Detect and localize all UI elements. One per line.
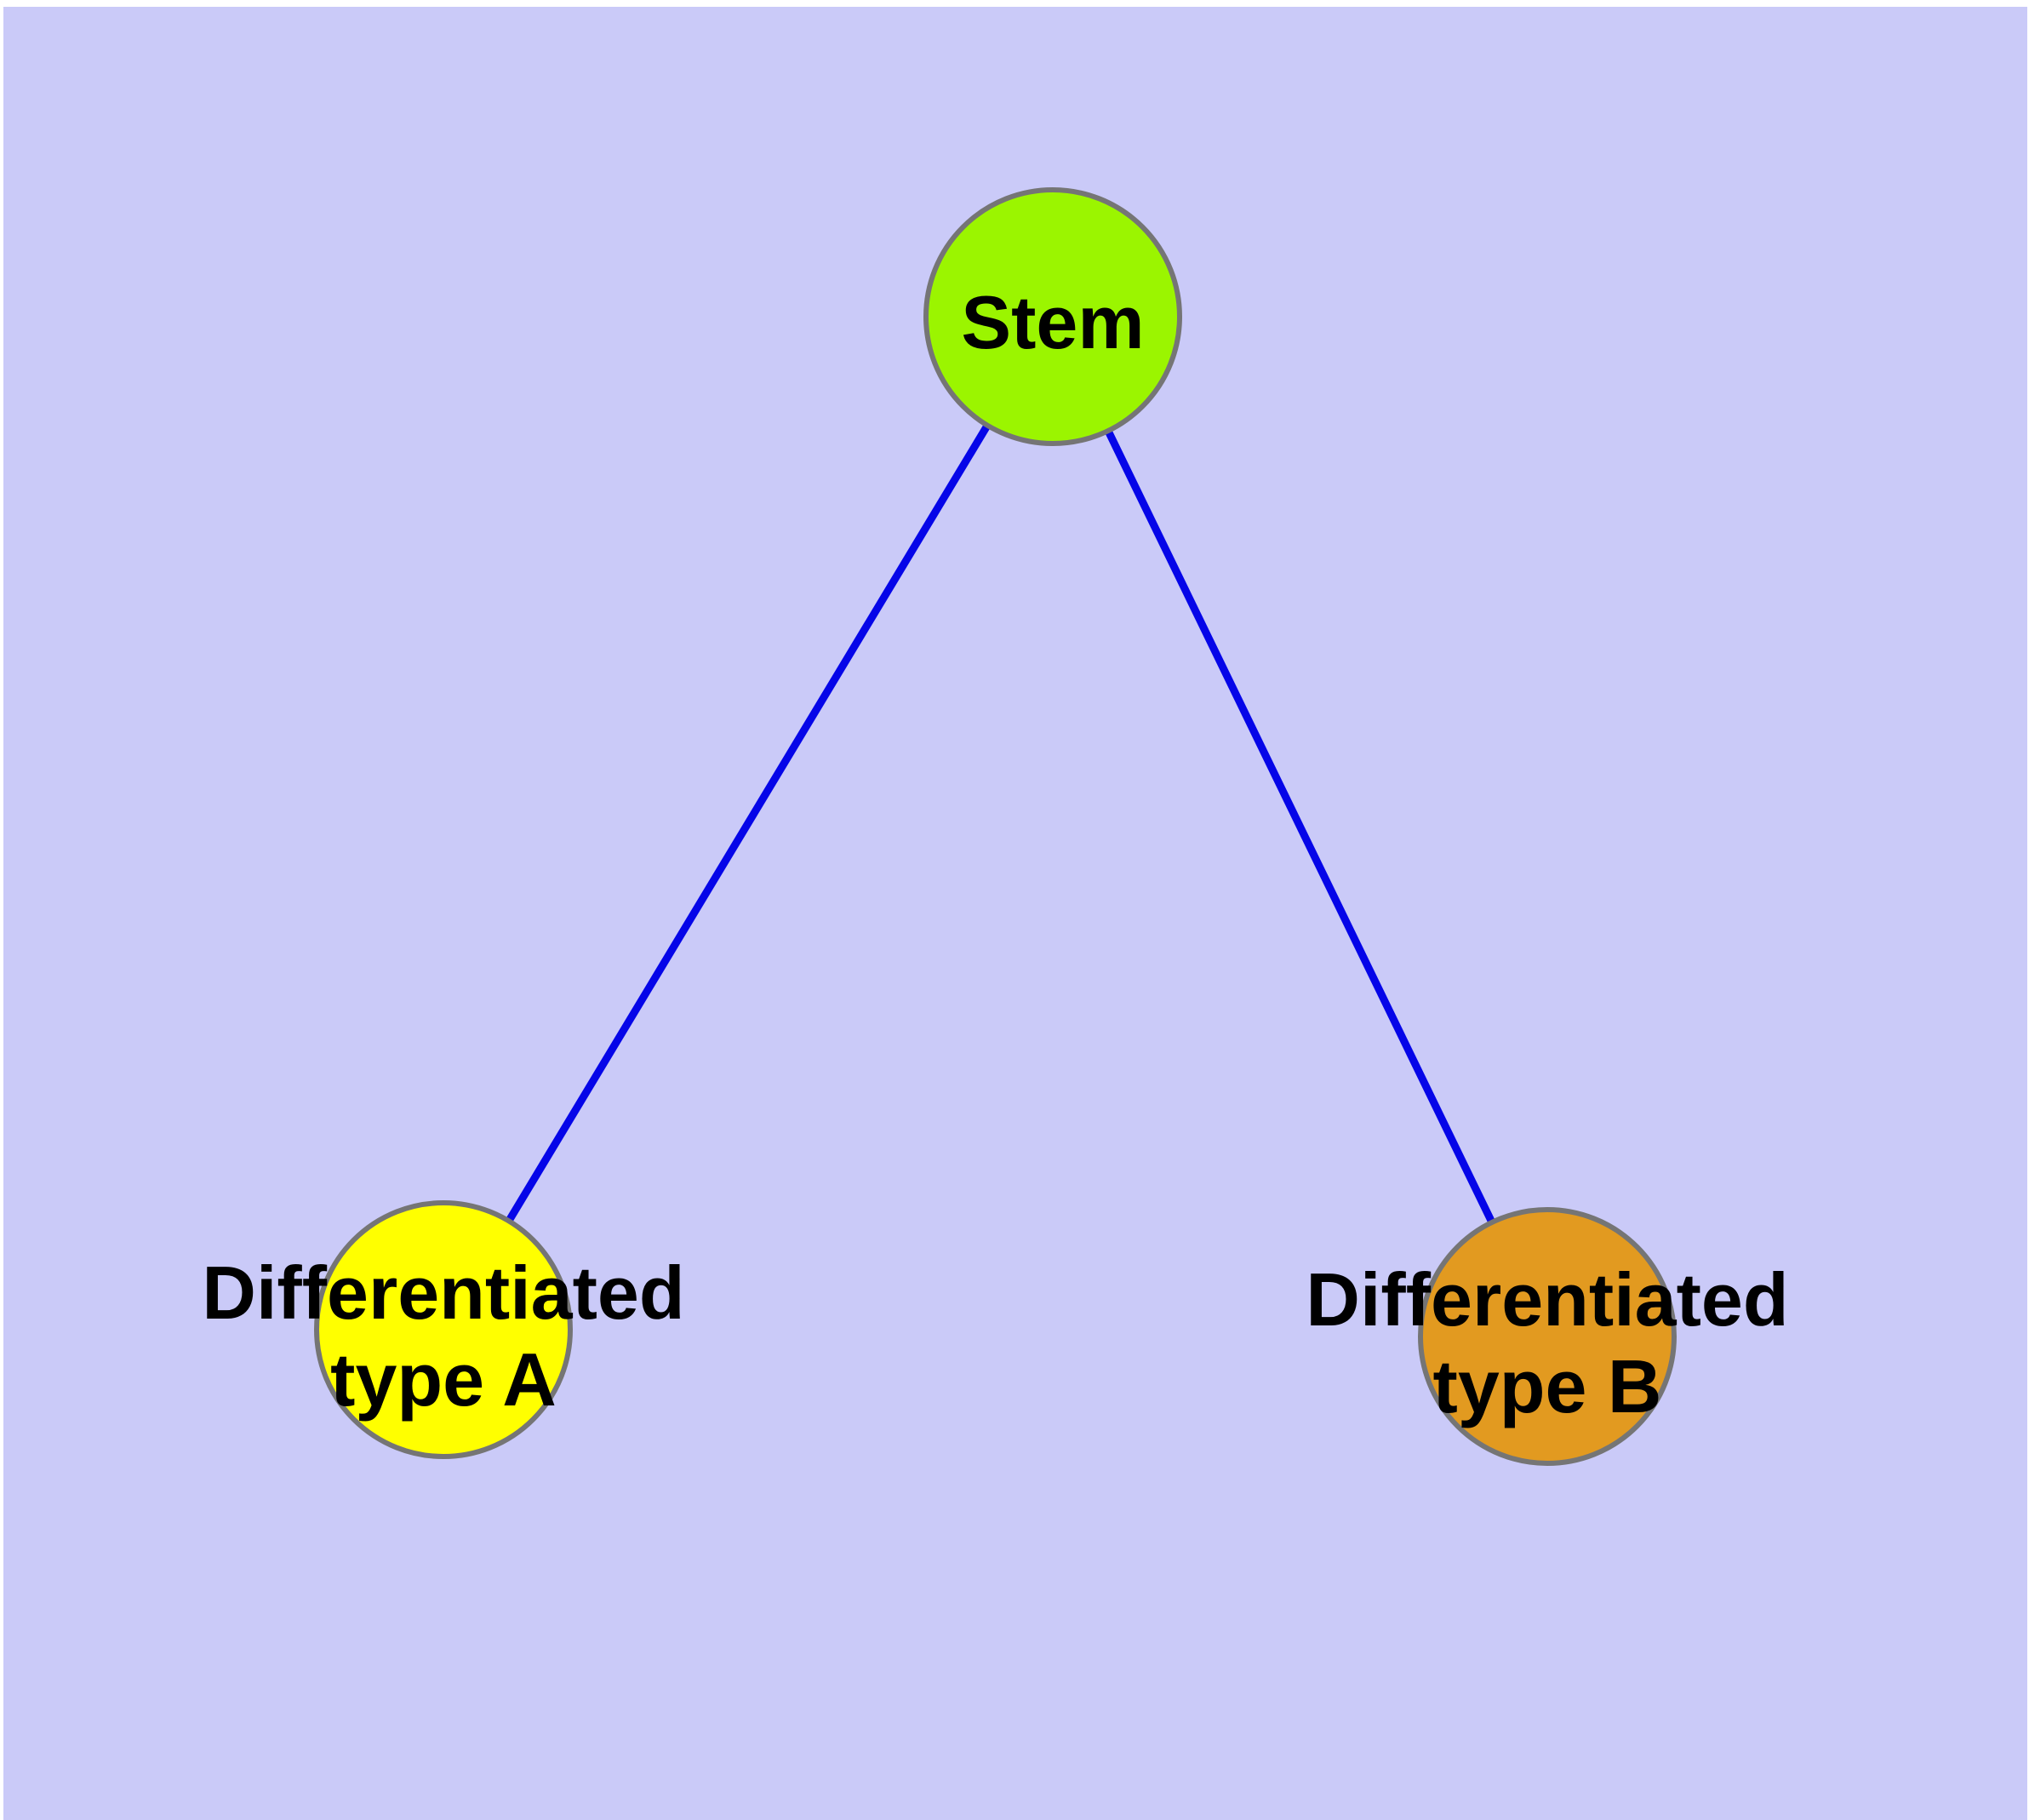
node-differentiated-type-b[interactable] [1418, 1207, 1677, 1466]
node-stem-label-line: Stem [961, 280, 1145, 364]
node-differentiated-type-a-label: Differentiated type A [202, 1250, 684, 1423]
node-differentiated-type-b-label: Differentiated type B [1306, 1256, 1788, 1430]
node-type-b-label-line-2: type B [1432, 1344, 1662, 1428]
node-type-a-label-line-2: type A [330, 1337, 557, 1422]
node-differentiated-type-a[interactable] [314, 1200, 573, 1459]
node-stem-label: Stem [961, 279, 1144, 366]
node-type-a-label-line-1: Differentiated [202, 1251, 685, 1335]
node-type-b-label-line-1: Differentiated [1306, 1257, 1789, 1342]
node-stem[interactable] [923, 187, 1182, 446]
